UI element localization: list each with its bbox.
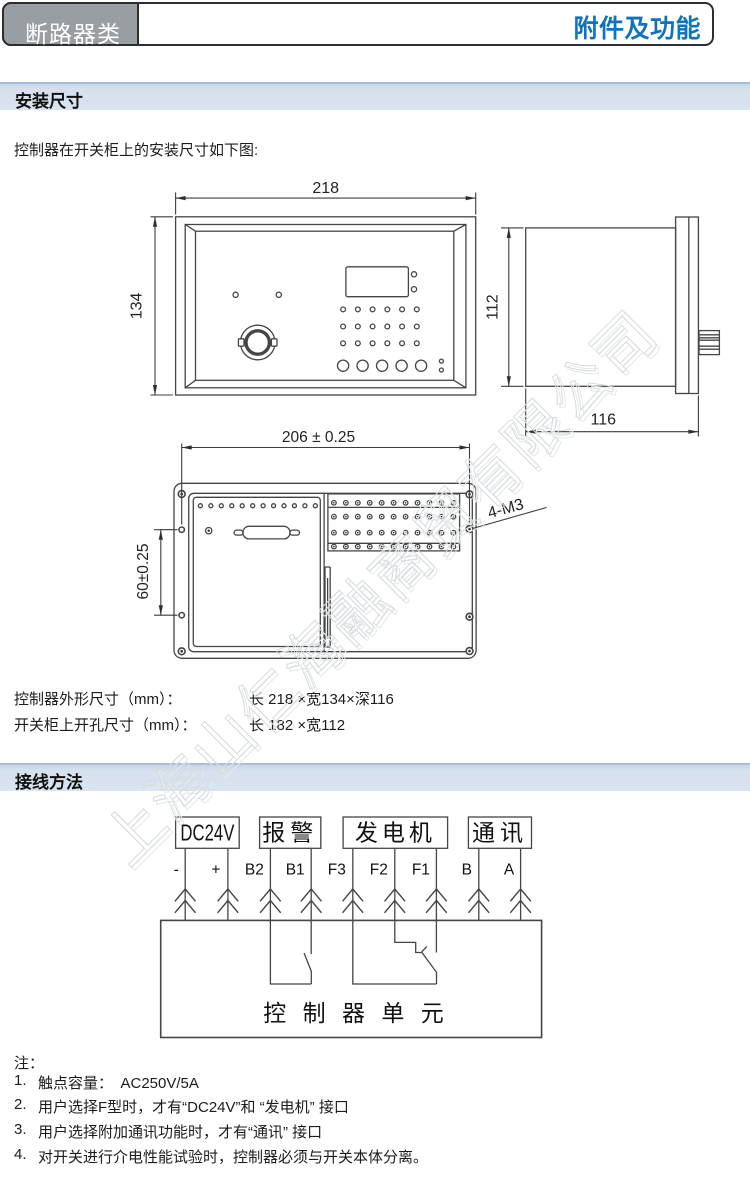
terminal-label: A xyxy=(504,862,515,879)
group-box-generator-label: 发电机 xyxy=(355,820,436,846)
terminal-label: B xyxy=(462,862,472,879)
rear-dim-lines xyxy=(154,443,547,616)
outline-size-value: 长 218 ×宽134×深116 xyxy=(249,691,394,708)
note-text: 用户选择F型时，才有“DC24V”和 “发电机” 接口 xyxy=(38,1099,349,1117)
rear-hole-type-label: 4-M3 xyxy=(486,496,526,522)
terminal-label: F1 xyxy=(412,862,430,879)
rear-hole-width-dim-label: 206 ± 0.25 xyxy=(282,429,355,446)
note-number: 2. xyxy=(14,1096,27,1114)
group-box-alarm-label: 报警 xyxy=(262,820,318,846)
install-section-title: 安装尺寸 xyxy=(15,92,83,111)
terminal-label: B2 xyxy=(245,862,264,879)
note-number: 1. xyxy=(14,1071,27,1089)
wiring-section-title: 接线方法 xyxy=(15,773,83,792)
controller-unit-label: 控 制 器 单 元 xyxy=(263,1000,449,1026)
front-view-drawing xyxy=(174,216,477,396)
side-dim-lines xyxy=(501,227,699,437)
notes-heading: 注： xyxy=(14,1055,45,1072)
group-box-comm-label: 通讯 xyxy=(472,820,528,846)
category-tab-label: 断路器类 xyxy=(25,21,121,47)
group-box-dc24v-label: DC24V xyxy=(180,820,234,846)
outline-size-label: 控制器外形尺寸（mm）： xyxy=(14,691,182,708)
terminal-label: - xyxy=(174,862,179,879)
cutout-size-label: 开关柜上开孔尺寸（mm）： xyxy=(14,716,197,734)
wiring-diagram-lines xyxy=(159,816,543,1039)
installation-drawing: 218 134 112 116 206 ± 0.25 60±0.25 4-M3 xyxy=(129,180,721,659)
note-item: 4. 对开关进行介电性能试验时，控制器必须与开关本体分离。 xyxy=(14,1146,428,1166)
note-item: 1. 触点容量： AC250V/5A xyxy=(14,1071,199,1092)
cutout-size-row: 开关柜上开孔尺寸（mm）： 长 182 ×宽112 xyxy=(14,714,345,735)
side-view-drawing xyxy=(525,216,721,395)
section-bar-install: 安装尺寸 xyxy=(0,82,750,111)
note-number: 3. xyxy=(14,1121,27,1138)
note-item: 3. 用户选择附加通讯功能时，才有“通讯” 接口 xyxy=(14,1121,322,1141)
side-depth-dim-label: 116 xyxy=(591,412,617,429)
terminal-label: B1 xyxy=(286,862,305,879)
category-tab: 断路器类 xyxy=(2,2,139,47)
rear-hole-height-dim-label: 60±0.25 xyxy=(135,544,152,600)
front-height-dim-label: 134 xyxy=(129,292,146,319)
install-intro-text: 控制器在开关柜上的安装尺寸如下图: xyxy=(14,142,259,159)
note-text: 触点容量： AC250V/5A xyxy=(38,1074,199,1092)
note-item: 2. 用户选择F型时，才有“DC24V”和 “发电机” 接口 xyxy=(14,1096,349,1116)
cutout-size-value: 长 182 ×宽112 xyxy=(249,716,346,734)
page-title: 附件及功能 xyxy=(573,15,701,43)
rear-view-drawing xyxy=(173,482,477,659)
note-number: 4. xyxy=(14,1146,27,1163)
terminal-label: F3 xyxy=(328,862,346,879)
side-height-dim-label: 112 xyxy=(485,294,502,320)
wiring-diagram: DC24V 报警 发电机 通讯 - + B2 B1 F3 F2 F1 B A 控… xyxy=(159,816,543,1039)
front-dim-lines xyxy=(150,192,477,396)
terminal-label: + xyxy=(211,862,220,879)
note-text: 对开关进行介电性能试验时，控制器必须与开关本体分离。 xyxy=(38,1149,429,1166)
note-text: 用户选择附加通讯功能时，才有“通讯” 接口 xyxy=(38,1124,323,1141)
outline-size-row: 控制器外形尺寸（mm）： 长 218 ×宽134×深116 xyxy=(14,688,394,709)
terminal-label: F2 xyxy=(370,862,388,879)
front-width-dim-label: 218 xyxy=(312,180,339,197)
section-bar-wiring: 接线方法 xyxy=(0,763,750,792)
